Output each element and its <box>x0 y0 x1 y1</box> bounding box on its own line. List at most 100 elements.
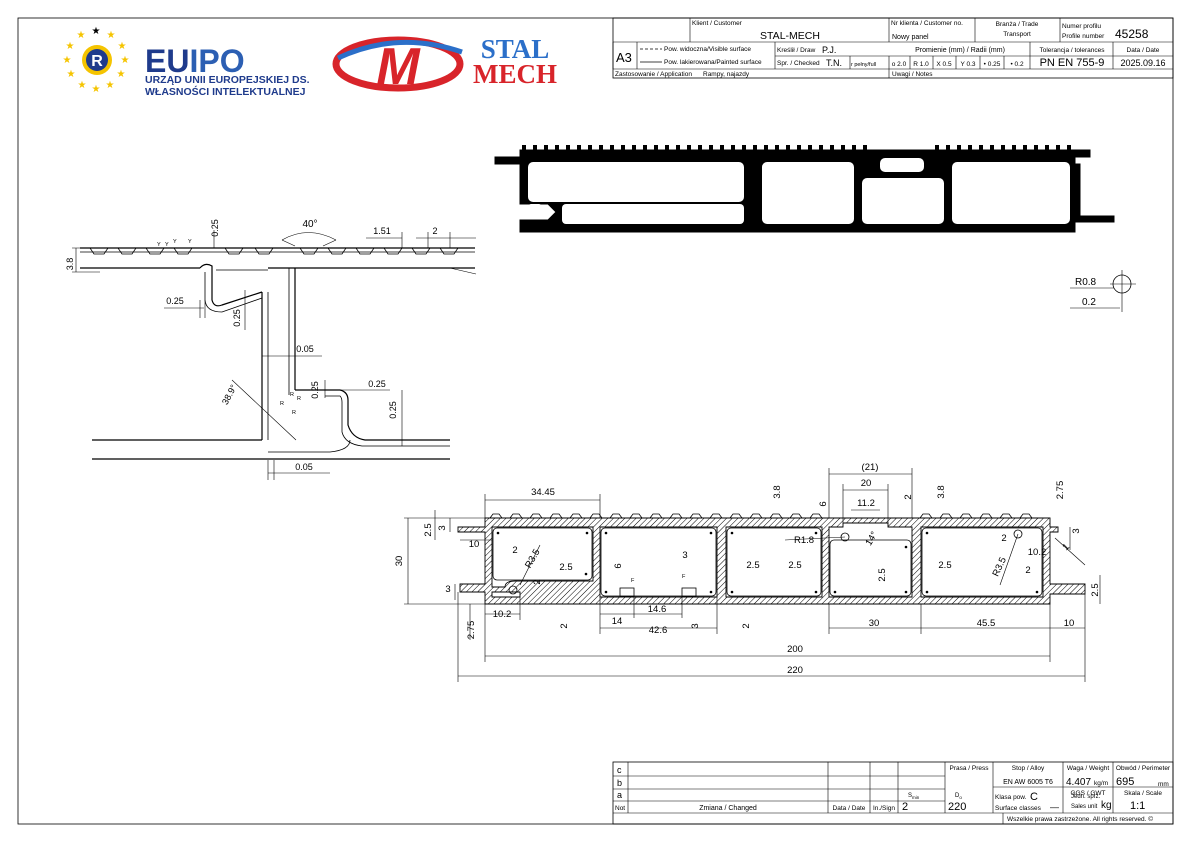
mark-f-right: F <box>682 574 686 580</box>
client-value: STAL-MECH <box>760 30 820 42</box>
dim-10-2-left: 10.2 <box>493 609 512 620</box>
dim-45-5: 45.5 <box>977 618 996 629</box>
radius-full: o 2.0 <box>892 61 907 68</box>
dim-42-6: 42.6 <box>649 625 668 636</box>
checked-value: T.N. <box>826 58 842 68</box>
dim-2-cell5: 2 <box>1001 533 1006 544</box>
dim-2-bottom-1: 2 <box>559 623 570 628</box>
detail-dim-2: 2 <box>432 226 437 236</box>
profile-number-value: 45258 <box>1115 27 1149 41</box>
radius-mark-y1: Y <box>157 242 161 248</box>
svg-text:★: ★ <box>107 30 116 41</box>
main-section-dim-lines <box>404 468 1101 682</box>
s-label: S <box>908 793 912 799</box>
dim-1-right: 1 <box>1060 541 1072 553</box>
d-o-value: 220 <box>948 801 966 813</box>
dim-2-5-cell1: 2.5 <box>559 562 572 573</box>
dim-2-5-cell5: 2.5 <box>938 560 951 571</box>
main-cross-section: 34.45 3.8 6 (21) 20 11.2 2 3.8 2.75 2.5 … <box>394 462 1101 682</box>
dim-3-bottom-2: 3 <box>690 623 701 628</box>
svg-text:★: ★ <box>121 55 130 66</box>
revision-row-b: b <box>617 778 622 788</box>
perimeter-unit: mm <box>1158 781 1169 788</box>
detail-dim-3-8: 3.8 <box>65 258 75 271</box>
dim-3-left: 3 <box>437 525 448 530</box>
detail-dim-0-25-vert: 0.25 <box>232 309 242 327</box>
draw-label: Kreślił / Draw <box>777 47 816 54</box>
d-label: D <box>955 793 960 799</box>
revision-row-c: c <box>617 765 622 775</box>
euipo-brand-eu: EU <box>145 43 189 79</box>
alloy-value: EN AW 6005 T6 <box>1003 779 1053 786</box>
radius-r: R 1.0 <box>913 61 929 68</box>
dim-3-8-a: 3.8 <box>772 485 783 498</box>
dim-10-2-right: 10.2 <box>1028 547 1047 558</box>
dim-2-vert-1: 2 <box>532 579 543 584</box>
perimeter-value: 695 <box>1116 776 1134 788</box>
main-section-cavities <box>492 527 1043 597</box>
dim-10-left: 10 <box>469 539 480 550</box>
dim-3-8-b: 3.8 <box>936 485 947 498</box>
visible-surface-label: Pow. widoczna/Visible surface <box>664 46 751 53</box>
svg-text:★: ★ <box>106 80 115 91</box>
detail-dim-lines <box>72 230 477 480</box>
trade-label: Branża / Trade <box>996 21 1039 28</box>
detail-angle-38-9: 38.9° <box>220 383 239 407</box>
application-value: Rampy, najazdy <box>703 71 750 78</box>
svg-text:★: ★ <box>78 80 87 91</box>
main-section-dots <box>496 531 1039 594</box>
customer-no-label: Nr klienta / Customer no. <box>891 20 963 27</box>
dim-14: 14 <box>612 616 623 627</box>
detail-dim-0-05-upper: 0.05 <box>296 344 314 354</box>
dim-2-bottom-3: 2 <box>741 623 752 628</box>
radius-detail-offset: 0.2 <box>1082 297 1096 308</box>
radius-mark-r4: R <box>292 410 296 416</box>
not-label: Not <box>615 805 625 812</box>
detail-dim-0-25-b1: 0.25 <box>310 381 320 399</box>
customer-no-value: Nowy panel <box>892 34 929 41</box>
detail-dim-0-25-left: 0.25 <box>166 296 184 306</box>
svg-text:★: ★ <box>92 26 101 37</box>
profile-label-2: Profile number <box>1062 33 1105 40</box>
dim-220: 220 <box>787 665 803 676</box>
radius-detail-r08: R0.8 <box>1075 277 1097 288</box>
unit-value: kg <box>1101 800 1112 811</box>
date-label: Data / Date <box>1127 47 1160 54</box>
date-value: 2025.09.16 <box>1120 58 1165 68</box>
dim-2-5-left: 2.5 <box>423 523 434 536</box>
painted-surface-label: Pow. lakierowana/Painted surface <box>664 59 762 66</box>
main-section-ribs <box>489 513 1033 519</box>
radius-mark-y2: Y <box>165 242 169 248</box>
dim-2-75-left: 2.75 <box>466 621 477 640</box>
dim-6-mid: 6 <box>613 563 624 568</box>
unit-label-1: Jedn. sprz. <box>1071 794 1101 800</box>
s-min-value: 2 <box>902 801 908 813</box>
stalmech-mark-letter: M <box>376 38 421 96</box>
euipo-logo: ★ ★ ★ ★ ★ ★ ★ ★ ★ ★ ★ ★ R EUIPO URZĄD UN… <box>63 26 310 98</box>
euipo-brand: EUIPO <box>145 43 245 79</box>
alloy-label: Stop / Alloy <box>1012 765 1045 772</box>
dim-30-height: 30 <box>394 556 405 567</box>
draw-value: P.J. <box>822 45 836 55</box>
euipo-brand-ipo: IPO <box>189 43 244 79</box>
dim-10-bottom: 10 <box>1064 618 1075 629</box>
dim-14-6: 14.6 <box>648 604 667 615</box>
center-mark-left-icon <box>508 585 518 595</box>
svg-text:★: ★ <box>77 30 86 41</box>
full-radius-label: r pełny/full <box>851 62 876 68</box>
ggs-value: — <box>1050 802 1059 812</box>
mark-f-left: F <box>631 578 635 584</box>
stalmech-line2: MECH <box>473 59 557 89</box>
radius-mark-y4: Y <box>188 239 192 245</box>
eu-stars-icon: ★ ★ ★ ★ ★ ★ ★ ★ ★ ★ ★ ★ <box>63 26 130 95</box>
tolerance-value: PN EN 755-9 <box>1040 57 1105 69</box>
s-min-label: Smin <box>908 793 920 800</box>
radius-mark-y3: Y <box>173 239 177 245</box>
client-label: Klient / Customer <box>692 20 743 27</box>
radii-label: Promienie (mm) / Radii (mm) <box>915 47 1005 54</box>
dim-34-45: 34.45 <box>531 487 555 498</box>
svg-text:★: ★ <box>118 41 127 52</box>
dim-200: 200 <box>787 644 803 655</box>
press-label: Prasa / Press <box>949 765 989 772</box>
ggs-label: GGS / GWT <box>1070 790 1105 797</box>
